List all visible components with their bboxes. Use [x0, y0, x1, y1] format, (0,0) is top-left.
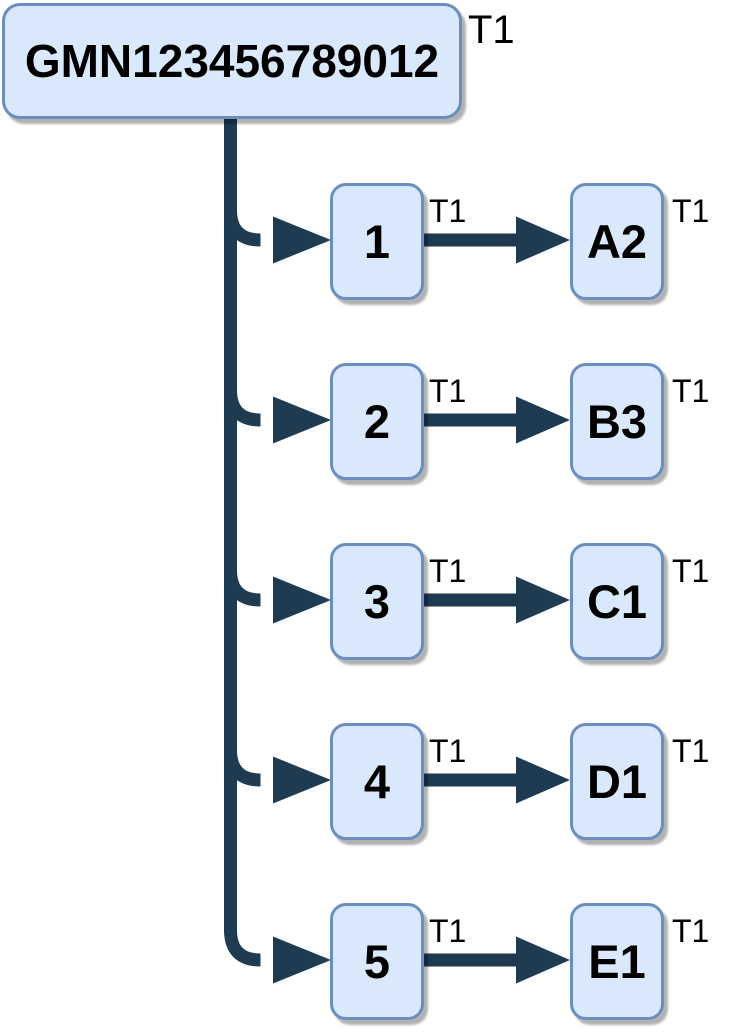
node-root-label: GMN123456789012 [24, 35, 440, 87]
branch-arrowhead-5 [273, 936, 331, 984]
branch-elbow-4 [224, 749, 261, 787]
branch-arrowhead-3 [273, 576, 331, 624]
branch-elbow-1 [224, 209, 261, 247]
link-arrowhead-5 [516, 936, 570, 984]
target-tag-row5: T1 [672, 913, 710, 949]
node-target-row2[interactable]: B3 [570, 363, 664, 480]
node-source-row3-label: 3 [363, 575, 391, 628]
node-target-row5-label: E1 [588, 935, 646, 988]
source-tag-row2: T1 [429, 373, 467, 409]
target-tag-row2: T1 [672, 373, 710, 409]
node-root[interactable]: GMN123456789012 [2, 3, 462, 119]
node-target-row1-label: A2 [586, 215, 648, 268]
link-arrowhead-2 [516, 396, 570, 444]
target-tag-row1: T1 [672, 193, 710, 229]
source-tag-row5: T1 [429, 913, 467, 949]
link-arrowhead-3 [516, 576, 570, 624]
link-arrowhead-4 [516, 756, 570, 804]
branch-arrowhead-1 [273, 216, 331, 264]
node-source-row5[interactable]: 5 [330, 903, 424, 1020]
root-tag-label: T1 [468, 8, 515, 52]
node-target-row2-label: B3 [586, 395, 648, 448]
target-tag-row3: T1 [672, 553, 710, 589]
node-target-row3[interactable]: C1 [570, 543, 664, 660]
node-target-row1[interactable]: A2 [570, 183, 664, 300]
source-tag-row4: T1 [429, 733, 467, 769]
branch-elbow-3 [224, 569, 261, 607]
target-tag-row4: T1 [672, 733, 710, 769]
node-source-row2-label: 2 [363, 395, 391, 448]
source-tag-row1: T1 [429, 193, 467, 229]
branch-elbow-2 [224, 389, 261, 427]
branch-elbow-5 [224, 929, 261, 967]
node-source-row5-label: 5 [363, 935, 391, 988]
node-source-row2[interactable]: 2 [330, 363, 424, 480]
node-target-row5[interactable]: E1 [570, 903, 664, 1020]
node-target-row3-label: C1 [586, 575, 648, 628]
node-target-row4-label: D1 [586, 755, 648, 808]
node-source-row1-label: 1 [363, 215, 391, 268]
node-source-row4[interactable]: 4 [330, 723, 424, 840]
branch-arrowhead-4 [273, 756, 331, 804]
branch-arrowhead-2 [273, 396, 331, 444]
node-target-row4[interactable]: D1 [570, 723, 664, 840]
source-tag-row3: T1 [429, 553, 467, 589]
link-arrowhead-1 [516, 216, 570, 264]
node-source-row1[interactable]: 1 [330, 183, 424, 300]
node-source-row3[interactable]: 3 [330, 543, 424, 660]
node-source-row4-label: 4 [363, 755, 391, 808]
